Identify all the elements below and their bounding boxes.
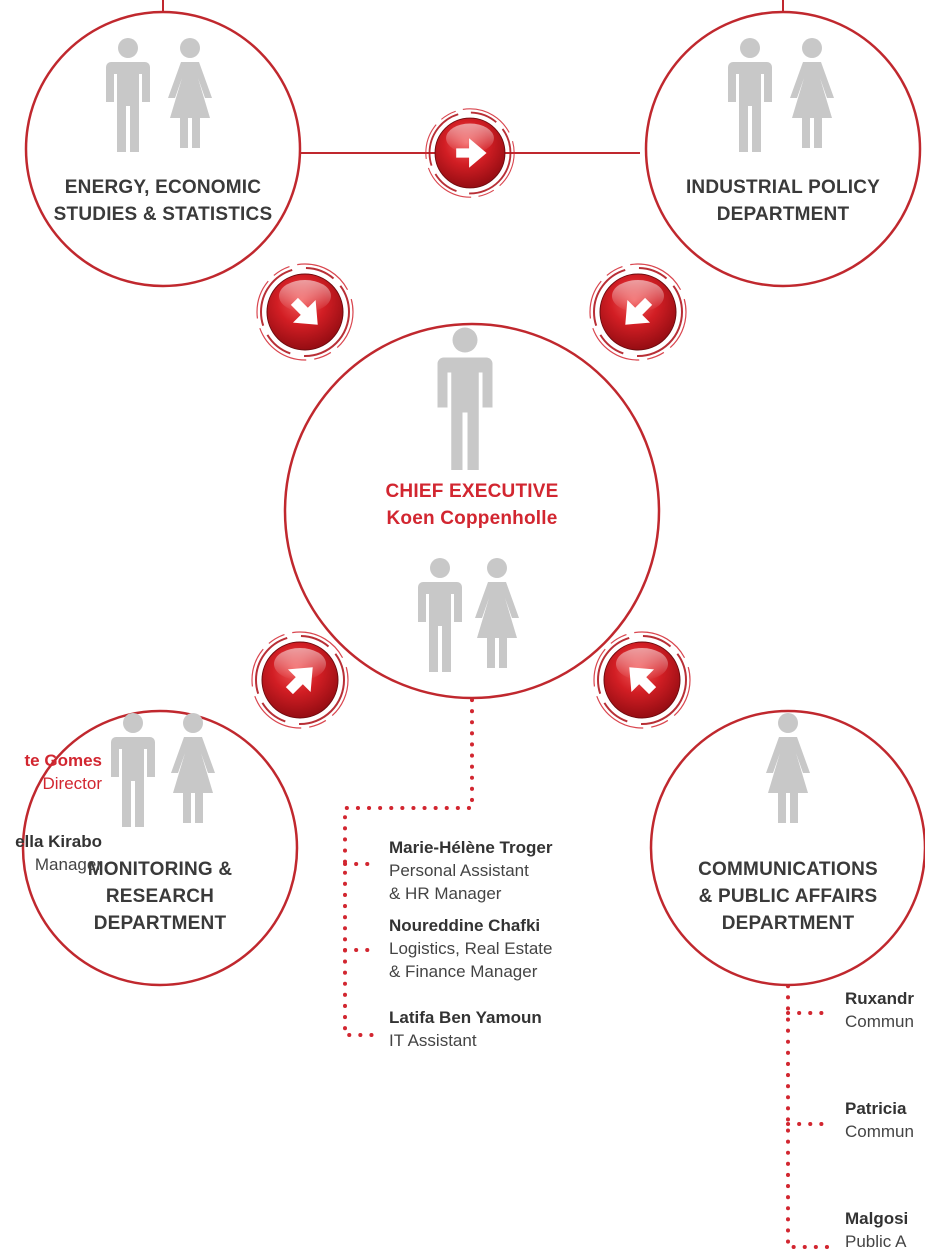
chief-name: Koen Coppenholle bbox=[386, 508, 558, 529]
staff-role: Public A bbox=[845, 1232, 907, 1251]
arrow-right-icon bbox=[424, 107, 516, 199]
staff-role: Commun bbox=[845, 1012, 914, 1031]
staff-latifa: Latifa Ben Yamoun IT Assistant bbox=[389, 1006, 542, 1052]
staff-role: IT Assistant bbox=[389, 1031, 477, 1050]
industrial-line2: DEPARTMENT bbox=[716, 204, 850, 225]
monitoring-department-label: MONITORING & RESEARCH DEPARTMENT bbox=[20, 856, 300, 937]
communications-department-label: COMMUNICATIONS & PUBLIC AFFAIRS DEPARTME… bbox=[648, 856, 925, 937]
staff-role: Commun bbox=[845, 1122, 914, 1141]
industrial-department-label: INDUSTRIAL POLICY DEPARTMENT bbox=[643, 174, 923, 228]
arrow-down-right-icon bbox=[256, 263, 354, 361]
energy-line1: ENERGY, ECONOMIC bbox=[64, 177, 262, 198]
staff-role: Manager bbox=[34, 855, 102, 874]
energy-department-circle bbox=[24, 10, 302, 288]
staff-marie-helene: Marie-Hélène Troger Personal Assistant &… bbox=[389, 836, 552, 905]
staff-communications-3: Malgosi Public A bbox=[845, 1207, 925, 1253]
chief-executive-label: CHIEF EXECUTIVE Koen Coppenholle bbox=[332, 478, 612, 532]
staff-monitoring-manager: ella Kirabo Manager bbox=[0, 830, 102, 876]
staff-name: ella Kirabo bbox=[15, 832, 102, 851]
industrial-line1: INDUSTRIAL POLICY bbox=[685, 177, 881, 198]
staff-communications-2: Patricia Commun bbox=[845, 1097, 925, 1143]
staff-name: Latifa Ben Yamoun bbox=[389, 1008, 542, 1027]
staff-noureddine: Noureddine Chafki Logistics, Real Estate… bbox=[389, 914, 552, 983]
monitoring-department-circle bbox=[21, 709, 299, 987]
staff-monitoring-director: te Gomes Director bbox=[0, 749, 102, 795]
chief-title: CHIEF EXECUTIVE bbox=[385, 481, 559, 502]
staff-name: te Gomes bbox=[24, 751, 102, 770]
staff-role: & HR Manager bbox=[389, 884, 502, 903]
staff-role: Director bbox=[42, 774, 102, 793]
arrow-up-right-icon bbox=[251, 631, 349, 729]
staff-role: Logistics, Real Estate bbox=[389, 939, 553, 958]
monitoring-line2: RESEARCH bbox=[105, 886, 215, 907]
staff-role: Personal Assistant bbox=[389, 861, 529, 880]
monitoring-line3: DEPARTMENT bbox=[93, 913, 227, 934]
communications-department-circle bbox=[649, 709, 925, 987]
arrow-up-left-icon bbox=[593, 631, 691, 729]
staff-name: Ruxandr bbox=[845, 989, 914, 1008]
communications-line2: & PUBLIC AFFAIRS bbox=[698, 886, 878, 907]
monitoring-line1: MONITORING & bbox=[87, 859, 233, 880]
staff-name: Malgosi bbox=[845, 1209, 909, 1228]
staff-communications-1: Ruxandr Commun bbox=[845, 987, 925, 1033]
staff-name: Marie-Hélène Troger bbox=[389, 838, 553, 857]
communications-line3: DEPARTMENT bbox=[721, 913, 855, 934]
communications-line1: COMMUNICATIONS bbox=[698, 859, 878, 880]
chief-executive-circle bbox=[283, 322, 661, 700]
staff-name: Patricia bbox=[845, 1099, 907, 1118]
arrow-down-left-icon bbox=[589, 263, 687, 361]
energy-line2: STUDIES & STATISTICS bbox=[53, 204, 273, 225]
staff-name: Noureddine Chafki bbox=[389, 916, 541, 935]
staff-role: & Finance Manager bbox=[389, 962, 538, 981]
energy-department-label: ENERGY, ECONOMIC STUDIES & STATISTICS bbox=[23, 174, 303, 228]
industrial-department-circle bbox=[644, 10, 922, 288]
